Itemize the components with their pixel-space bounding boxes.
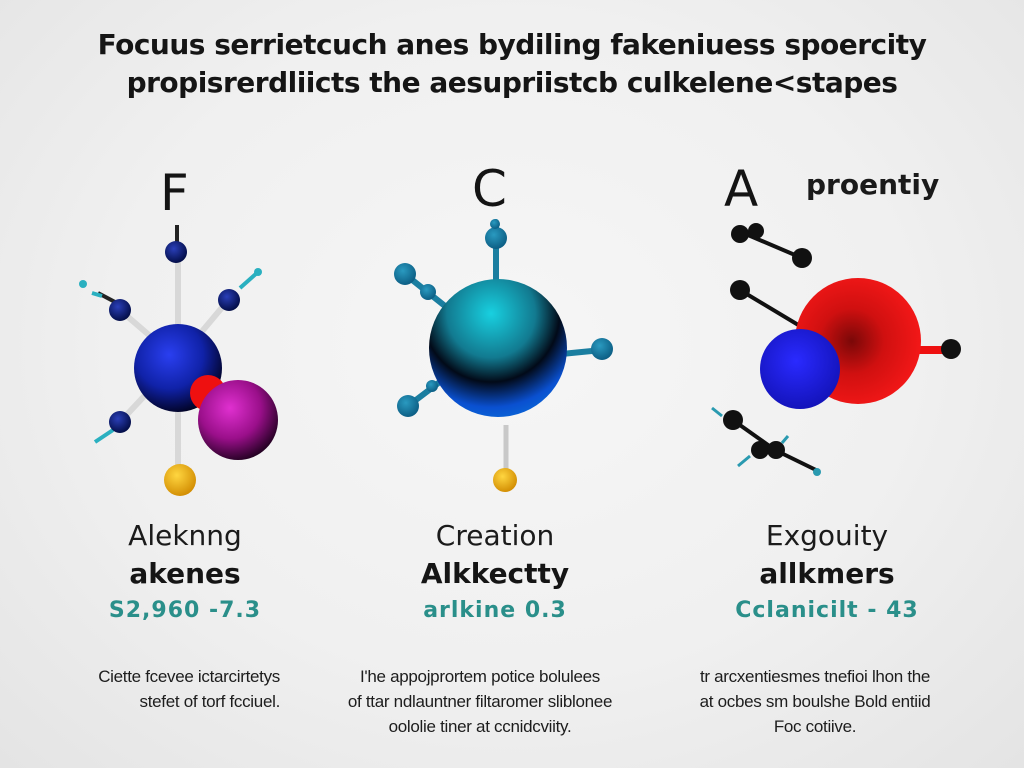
molecule-panel-a: A proentiy [690,150,1020,510]
molecule-panel-f: F [20,150,350,510]
title-line-1: Focuus serrietcuch anes bydiling fakeniu… [97,28,927,61]
caption-c: Creation Alkkectty arlkine 0.3 [330,518,660,628]
molecule-a-diagram [711,223,961,476]
panel-letter-a: A [724,160,759,218]
description-a: tr arcxentiesmes tnefioi lhon the at ocb… [640,664,990,739]
molecule-c-diagram [394,219,613,492]
caption-name: akenes [129,557,241,590]
caption-title: Aleknng [128,519,242,552]
description-line: stefet of torf fcciuel. [139,692,281,711]
panel-letter-c: C [472,160,507,218]
caption-value: arlkine 0.3 [423,598,567,623]
caption-value: S2,960 -7.3 [108,598,262,623]
description-c: I'he appojprortem potice bolulees of tta… [305,664,655,739]
description-line: oololie tiner at ccnidcviity. [388,717,572,736]
molecule-panel-c: C [340,150,670,510]
panel-side-label: proentiy [806,168,940,201]
description-line: I'he appojprortem potice bolulees [359,667,600,686]
caption-f: Aleknng akenes S2,960 -7.3 [20,518,350,628]
description-line: tr arcxentiesmes tnefioi lhon the [699,667,931,686]
description-line: Ciette fcevee ictarcirtetys [98,667,280,686]
description-line: of ttar ndlauntner filtaromer sliblonee [347,692,613,711]
description-line: Foc cotiive. [773,717,857,736]
molecule-f-diagram [79,225,278,496]
caption-title: Creation [435,519,555,552]
panel-letter-f: F [160,164,189,222]
caption-a: Exgouity allkmers Cclanicilt - 43 [662,518,992,628]
caption-name: Alkkectty [420,557,570,590]
description-f: Ciette fcevee ictarcirtetys stefet of to… [40,664,280,714]
title-line-2: propisrerdliicts the aesupriistcb culkel… [126,66,898,99]
page-title: Focuus serrietcuch anes bydiling fakeniu… [0,26,1024,102]
caption-title: Exgouity [765,519,889,552]
caption-value: Cclanicilt - 43 [735,598,919,623]
caption-name: allkmers [759,557,895,590]
description-line: at ocbes sm boulshe Bold entiid [699,692,931,711]
